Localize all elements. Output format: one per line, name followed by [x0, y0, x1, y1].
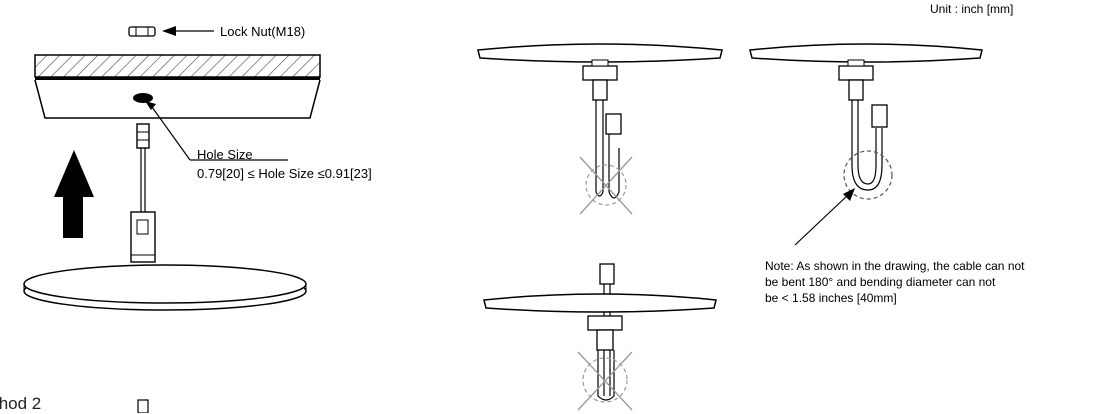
lock-nut-label: Lock Nut(M18) [220, 24, 306, 39]
hole-size-title: Hole Size [197, 147, 253, 162]
antenna-connector [130, 123, 156, 263]
ceiling-panel [34, 54, 321, 119]
bend-note: Note: As shown in the drawing, the cable… [765, 258, 1025, 306]
note-line: be < 1.58 inches [40mm] [765, 291, 897, 305]
unit-label: Unit : inch [mm] [930, 2, 1014, 16]
note-line: be bent 180° and bending diameter can no… [765, 275, 996, 289]
note-leader [794, 188, 855, 246]
lock-nut-icon [128, 26, 156, 37]
hole-size-range: 0.79[20] ≤ Hole Size ≤0.91[23] [197, 166, 372, 181]
hole-size-leader [145, 101, 288, 161]
antenna-wrong-upward [483, 263, 717, 411]
antenna-correct-bend [749, 43, 983, 200]
antenna-base [23, 264, 307, 311]
method-label: thod 2 [0, 394, 42, 413]
antenna-wrong-bend [477, 43, 723, 215]
up-arrow-icon [54, 150, 94, 238]
lock-nut-arrow [162, 26, 214, 36]
mounting-hole [133, 93, 153, 103]
note-line: Note: As shown in the drawing, the cable… [765, 259, 1025, 273]
